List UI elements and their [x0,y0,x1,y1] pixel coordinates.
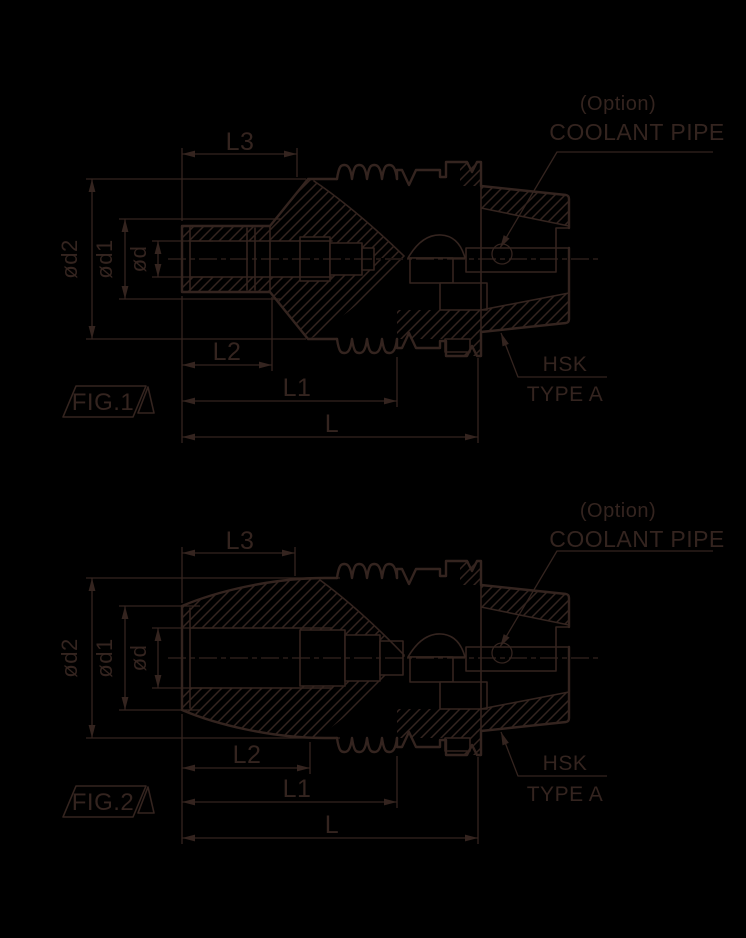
fig2-hsk-label: HSK [543,752,588,775]
fig1-coolant-label: COOLANT PIPE [549,119,725,145]
fig2-coolant-leader [499,550,713,648]
fig1-hsk-type-label: TYPE A [527,383,604,406]
fig1-dim-d1: ød1 [92,239,117,278]
fig2-title-flag: FIG.2 [62,785,155,818]
fig1-title-flag: FIG.1 [62,385,155,418]
fig1-lower-section-hatch [182,260,406,339]
fig1-hsk-leader [500,332,607,378]
fig1-dim-d2: ød2 [57,239,82,278]
fig1-dim-d: ød [126,246,151,273]
fig2-dim-d2: ød2 [57,638,82,677]
fig2-drawing: (Option) COOLANT PIPE L3 ød2 ød1 ød L2 L… [57,500,725,844]
fig2-dim-L: L [325,811,339,839]
fig1-dim-L3: L3 [226,128,255,156]
fig2-dim-L2: L2 [233,741,262,769]
fig1-upper-section-hatch [182,179,406,258]
fig1-drawing: (Option) COOLANT PIPE L3 ød2 ød1 ød L2 L… [57,93,725,443]
fig2-hsk-type-label: TYPE A [527,783,604,806]
fig2-option-label: (Option) [580,500,656,522]
fig1-dim-L1: L1 [283,374,312,402]
fig1-dim-L: L [325,410,339,438]
fig1-option-label: (Option) [580,93,656,115]
fig1-part [168,160,600,358]
fig1-dimension-lines [86,148,713,443]
fig1-dim-L2: L2 [213,338,242,366]
fig2-dim-d: ød [126,645,151,672]
fig2-coolant-label: COOLANT PIPE [549,526,725,552]
fig2-dim-d1: ød1 [92,638,117,677]
fig1-hsk-label: HSK [543,353,588,376]
fig1-coolant-leader [499,151,713,249]
fig2-title: FIG.2 [72,789,135,816]
fig2-part [168,559,600,757]
fig2-dim-L1: L1 [283,775,312,803]
fig2-hsk-leader [500,731,607,777]
fig1-title: FIG.1 [72,389,135,416]
fig2-dimension-lines [86,547,713,844]
fig2-dim-L3: L3 [226,527,255,555]
